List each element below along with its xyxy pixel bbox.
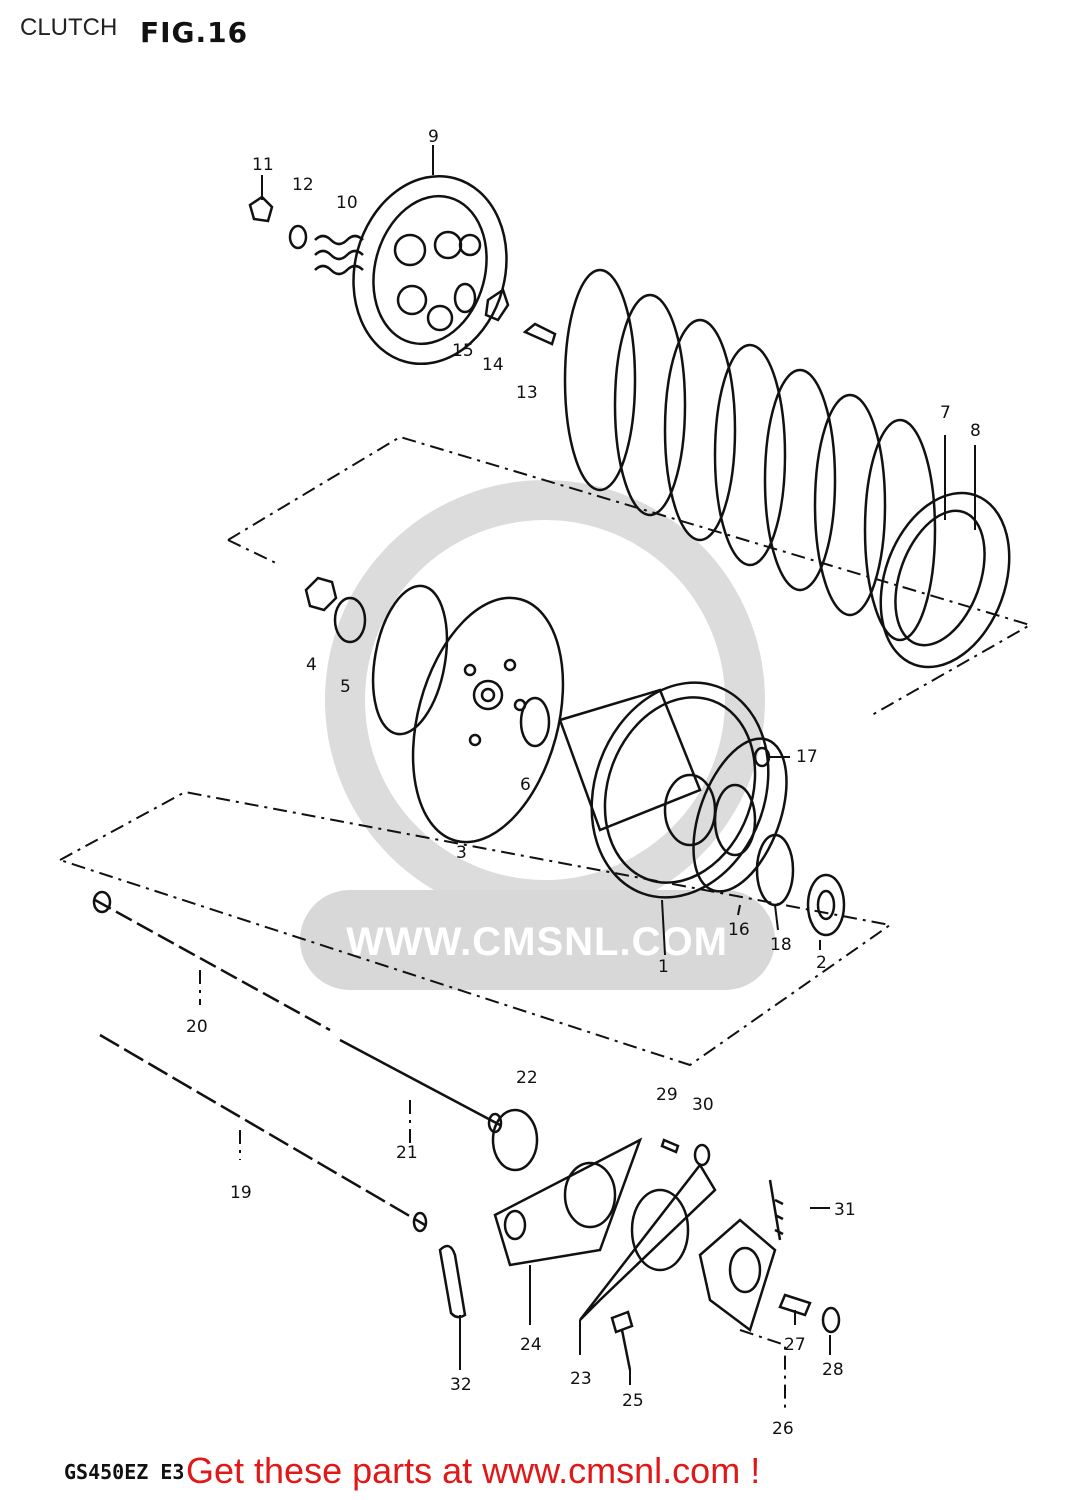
callout-21: 21 — [396, 1143, 418, 1163]
shafts — [92, 890, 503, 1233]
figure-number: FIG.16 — [140, 16, 249, 49]
callout-32: 32 — [450, 1375, 472, 1395]
section-title: CLUTCH — [20, 14, 118, 41]
callout-12: 12 — [292, 175, 314, 195]
callout-11: 11 — [252, 155, 274, 175]
watermark-text: WWW.CMSNL.COM — [346, 920, 728, 964]
callout-23: 23 — [570, 1369, 592, 1389]
callout-31: 31 — [834, 1200, 856, 1220]
callout-2: 2 — [816, 953, 827, 973]
callout-29: 29 — [656, 1085, 678, 1105]
callout-4: 4 — [306, 655, 317, 675]
plate-stack — [563, 268, 1011, 669]
callout-9: 9 — [428, 127, 439, 147]
callout-1: 1 — [658, 957, 669, 977]
callout-7: 7 — [940, 403, 951, 423]
parts-link-text[interactable]: Get these parts at www.cmsnl.com ! — [186, 1450, 761, 1491]
model-code: GS450EZ E3 — [64, 1460, 185, 1484]
callout-30: 30 — [692, 1095, 714, 1115]
callout-19: 19 — [230, 1183, 252, 1203]
sleeve-hub — [304, 576, 565, 844]
callout-22: 22 — [516, 1068, 538, 1088]
callout-6: 6 — [520, 775, 531, 795]
callout-17: 17 — [796, 747, 818, 767]
callout-3: 3 — [456, 843, 467, 863]
leader-lines — [261, 145, 976, 1385]
clutch-housing — [558, 681, 846, 937]
callout-16: 16 — [728, 920, 750, 940]
callout-13: 13 — [516, 383, 538, 403]
callout-28: 28 — [822, 1360, 844, 1380]
callout-10: 10 — [336, 193, 358, 213]
release-mechanism — [438, 1108, 841, 1371]
callout-14: 14 — [482, 355, 504, 375]
pressure-plate — [248, 174, 557, 366]
callout-labels: 1 2 3 4 5 6 7 8 9 10 11 12 13 14 15 16 1… — [186, 127, 981, 1439]
callout-25: 25 — [622, 1391, 644, 1411]
callout-26: 26 — [772, 1419, 794, 1439]
callout-5: 5 — [340, 677, 351, 697]
callout-27: 27 — [784, 1335, 806, 1355]
callout-15: 15 — [452, 341, 474, 361]
callout-18: 18 — [770, 935, 792, 955]
callout-24: 24 — [520, 1335, 542, 1355]
callout-8: 8 — [970, 421, 981, 441]
callout-20: 20 — [186, 1017, 208, 1037]
